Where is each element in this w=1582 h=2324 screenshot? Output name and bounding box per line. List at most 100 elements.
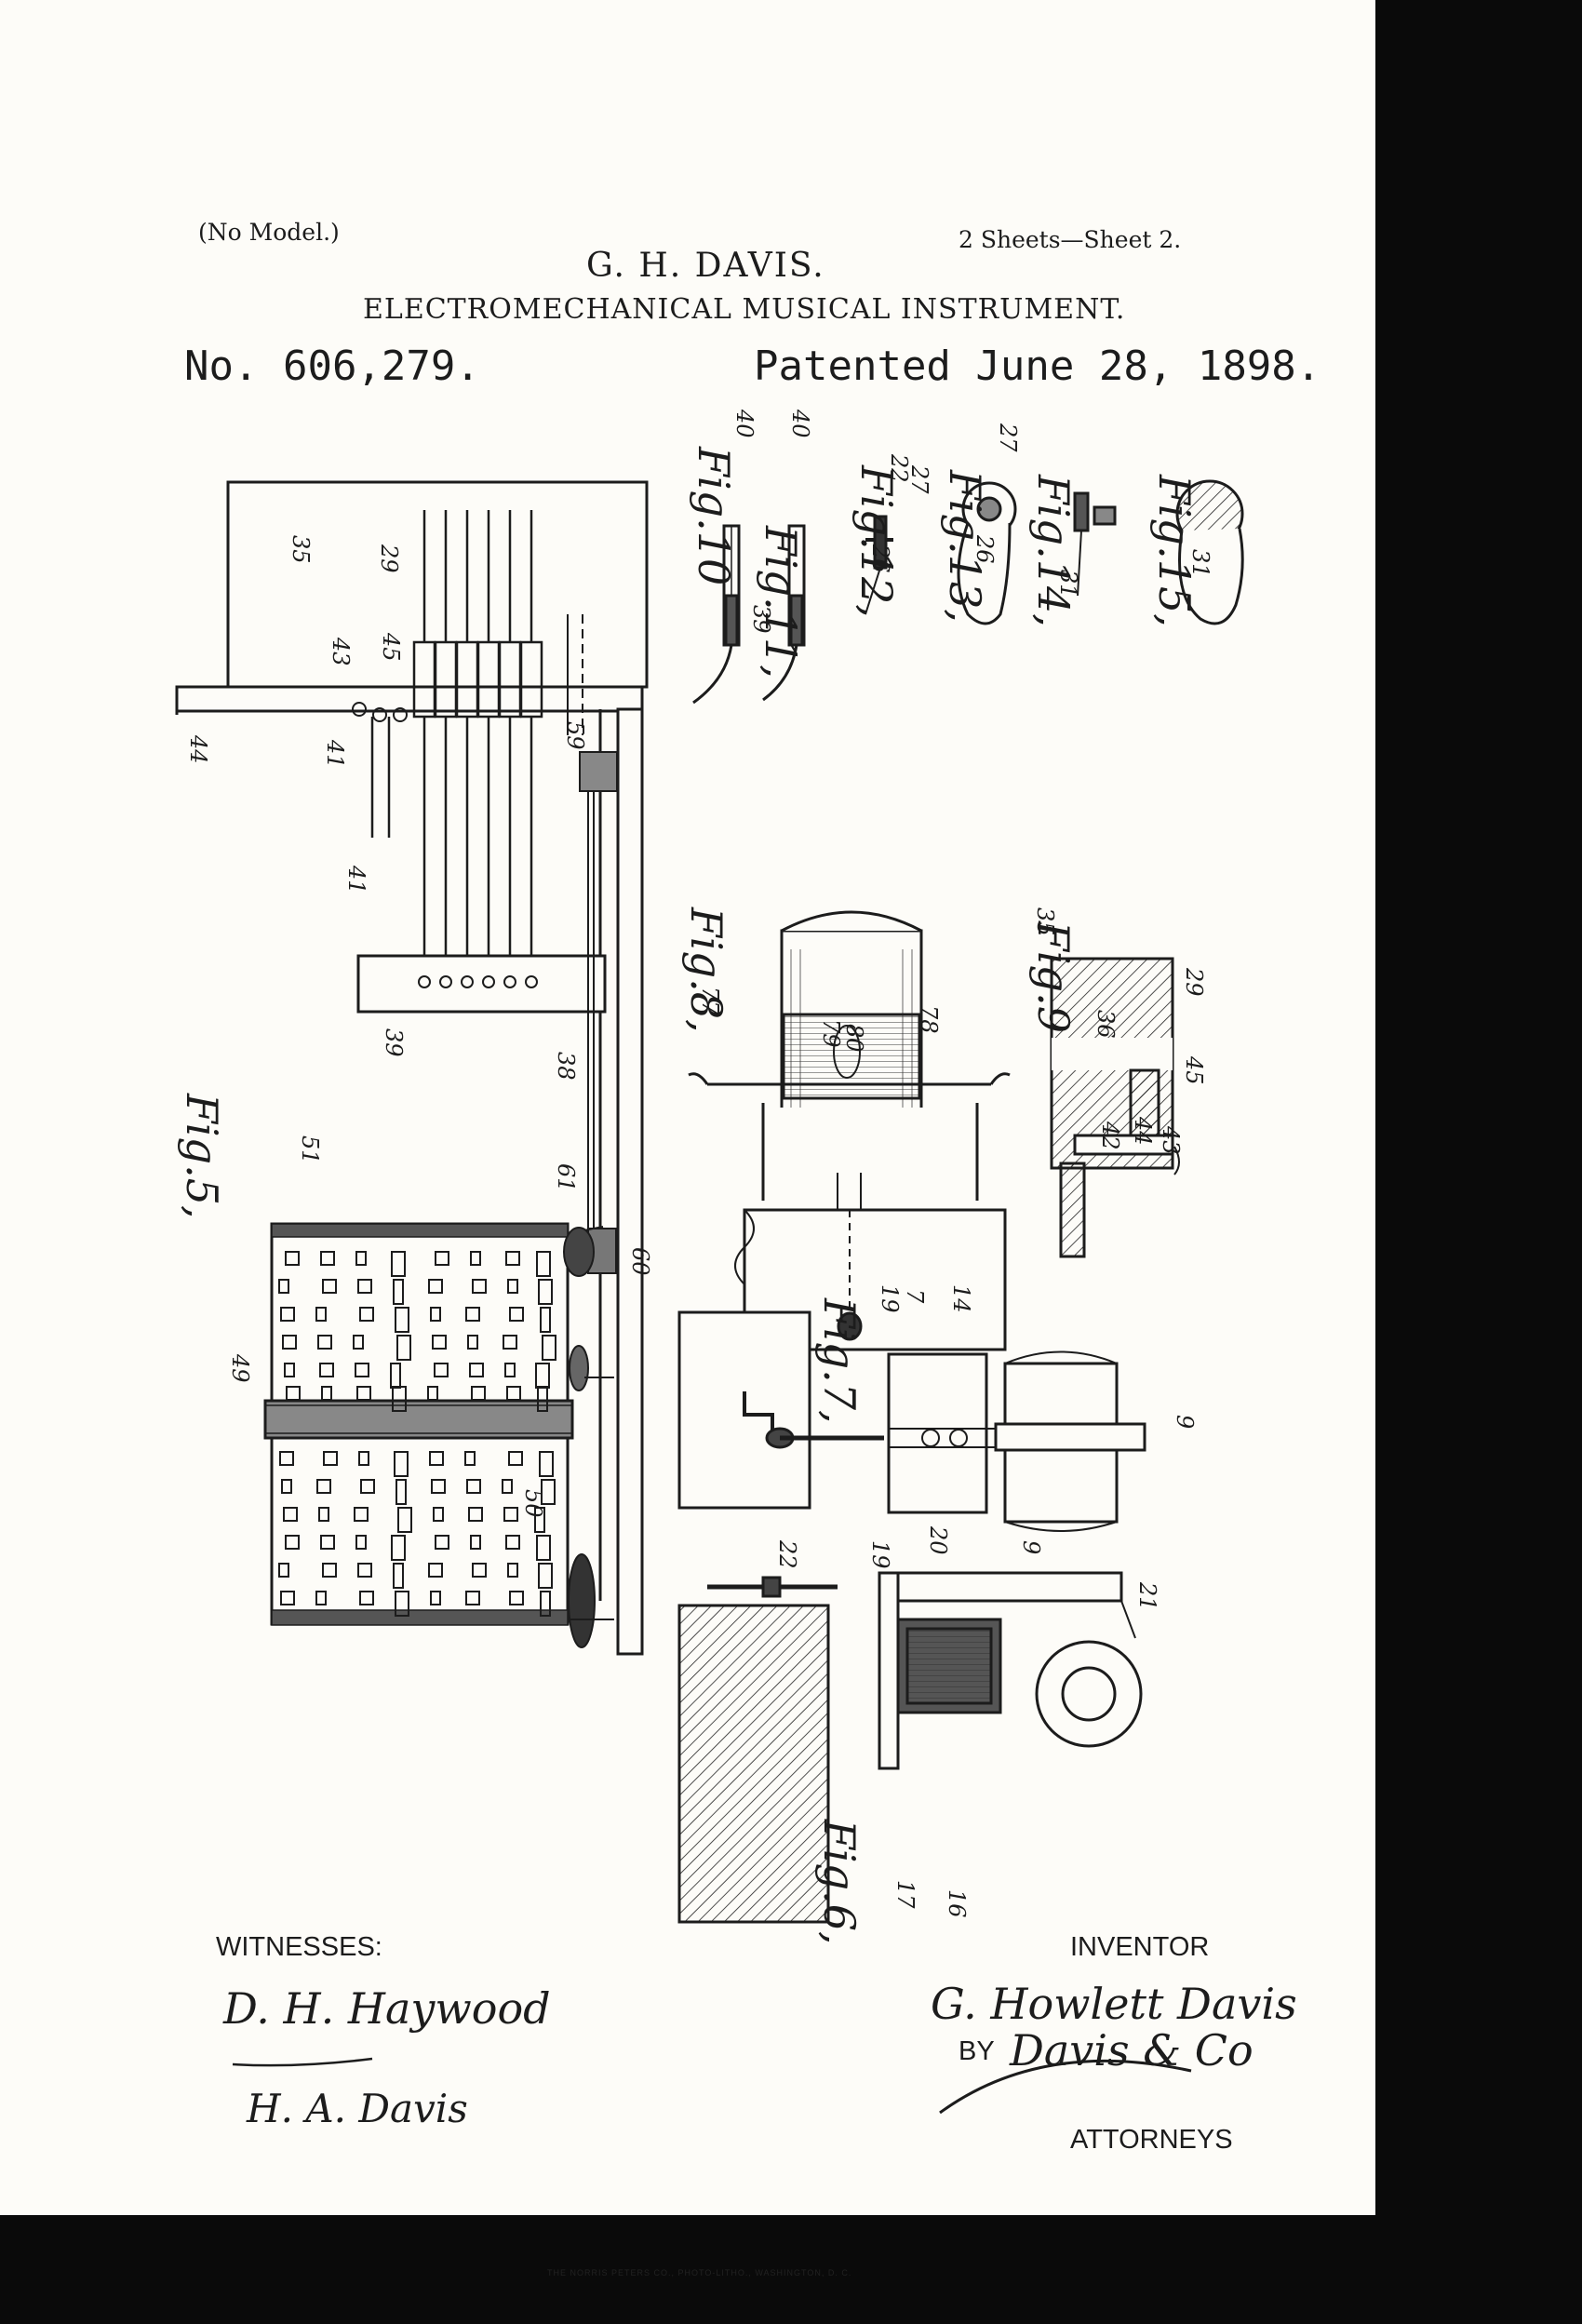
drum-hole [393, 1563, 404, 1589]
ref-numeral: 21 [1134, 1582, 1160, 1611]
ref-numeral: 43 [1158, 1126, 1184, 1155]
drum-hole [435, 1535, 449, 1550]
ref-numeral: 80 [841, 1024, 867, 1053]
drum-hole [537, 1386, 548, 1412]
ref-numeral: 29 [1181, 968, 1207, 997]
attorney-signature: Davis & Co [1010, 2025, 1254, 2075]
drum-hole [355, 1251, 367, 1266]
drum-hole [428, 1279, 443, 1294]
drum-hole [358, 1451, 369, 1466]
drum-hole [465, 1591, 480, 1605]
drum-hole [392, 1386, 407, 1412]
ref-numeral: 27 [995, 423, 1021, 452]
ref-numeral: 39 [381, 1028, 407, 1057]
ref-numeral: 42 [1097, 1122, 1123, 1150]
witness-signature-1: D. H. Haywood [223, 1983, 551, 2034]
drum-hole [509, 1591, 524, 1605]
invention-title: ELECTROMECHANICAL MUSICAL INSTRUMENT. [363, 293, 1126, 326]
drum-hole [391, 1251, 406, 1277]
ref-numeral: 78 [916, 1005, 942, 1034]
ref-numeral: 60 [627, 1247, 653, 1276]
drum-hole [505, 1535, 520, 1550]
drum-hole [507, 1563, 518, 1578]
drum-hole [353, 1335, 364, 1350]
drum-hole [396, 1479, 407, 1505]
ref-numeral: 45 [378, 633, 404, 662]
figure-7-drawing [677, 1310, 1146, 1532]
drum-hole [435, 1251, 449, 1266]
ref-numeral: 19 [867, 1540, 893, 1569]
patent-number: No. 606,279. [184, 343, 480, 390]
sheet-count: 2 Sheets—Sheet 2. [959, 226, 1182, 253]
drum-hole [280, 1307, 295, 1322]
drum-hole [507, 1279, 518, 1294]
drum-hole [396, 1335, 411, 1361]
drum-hole [391, 1535, 406, 1561]
fig-14-label: Fig.14, [1028, 475, 1079, 627]
ref-numeral: 35 [288, 535, 314, 564]
drum-hole [472, 1279, 487, 1294]
drum-hole [316, 1479, 331, 1494]
drum-hole [472, 1563, 487, 1578]
ref-numeral: 9 [1172, 1415, 1198, 1430]
ref-numeral: 41 [322, 740, 348, 769]
drum-hole [471, 1386, 486, 1401]
figures-10-15-drawing [692, 479, 1244, 705]
drum-hole [534, 1507, 545, 1533]
fig-12-label: Fig.12, [851, 465, 902, 618]
drum-hole [285, 1251, 300, 1266]
drum-perforations [278, 1251, 556, 1617]
drum-hole [467, 1335, 478, 1350]
ref-numeral: 43 [328, 638, 354, 666]
ref-numeral: 39 [748, 605, 774, 634]
ref-numeral: 38 [553, 1052, 579, 1081]
ref-numeral: 35 [1032, 907, 1058, 936]
drum-hole [431, 1479, 446, 1494]
drum-hole [427, 1386, 438, 1401]
ref-numeral: 61 [553, 1163, 579, 1192]
drum-hole [281, 1479, 292, 1494]
ref-numeral: 59 [562, 721, 588, 750]
drum-hole [505, 1251, 520, 1266]
drum-hole [359, 1307, 374, 1322]
drum-hole [321, 1386, 332, 1401]
drum-hole [536, 1535, 551, 1561]
ref-numeral: 79 [818, 1019, 844, 1048]
printer-credit: THE NORRIS PETERS CO., PHOTO-LITHO., WAS… [547, 2268, 852, 2277]
ref-numeral: 40 [787, 410, 813, 438]
drum-hole [359, 1591, 374, 1605]
drum-hole [465, 1307, 480, 1322]
ref-numeral: 51 [297, 1135, 323, 1164]
drum-hole [540, 1307, 551, 1333]
inventor-signature: G. Howlett Davis [931, 1979, 1297, 2029]
attorneys-label: ATTORNEYS [1070, 2125, 1233, 2155]
drum-hole [357, 1563, 372, 1578]
drum-hole [280, 1591, 295, 1605]
inventor-name: G. H. DAVIS. [586, 247, 825, 285]
ref-numeral: 44 [185, 735, 211, 764]
inventor-label: INVENTOR [1070, 1932, 1210, 1962]
drum-hole [538, 1279, 553, 1305]
witnesses-label: WITNESSES: [216, 1932, 382, 1962]
ref-numeral: 16 [944, 1889, 970, 1918]
ref-numeral: 19 [877, 1284, 903, 1313]
witness-signature-2: H. A. Davis [247, 2086, 468, 2131]
drum-hole [317, 1335, 332, 1350]
figure-9-drawing [1050, 957, 1180, 1258]
ref-numeral: 31 [1055, 570, 1081, 598]
ref-numeral: 9 [1018, 1540, 1044, 1555]
drum-hole [503, 1507, 518, 1522]
drum-hole [469, 1363, 484, 1377]
ref-numeral: 50 [520, 1489, 546, 1518]
drum-hole [279, 1451, 294, 1466]
drum-hole [397, 1507, 412, 1533]
ref-numeral: 36 [1093, 1010, 1119, 1039]
no-model-note: (No Model.) [198, 219, 340, 246]
drum-hole [509, 1307, 524, 1322]
drum-hole [394, 1451, 409, 1477]
drum-hole [466, 1479, 481, 1494]
drum-hole [320, 1251, 335, 1266]
drum-hole [323, 1451, 338, 1466]
drum-hole [356, 1386, 371, 1401]
